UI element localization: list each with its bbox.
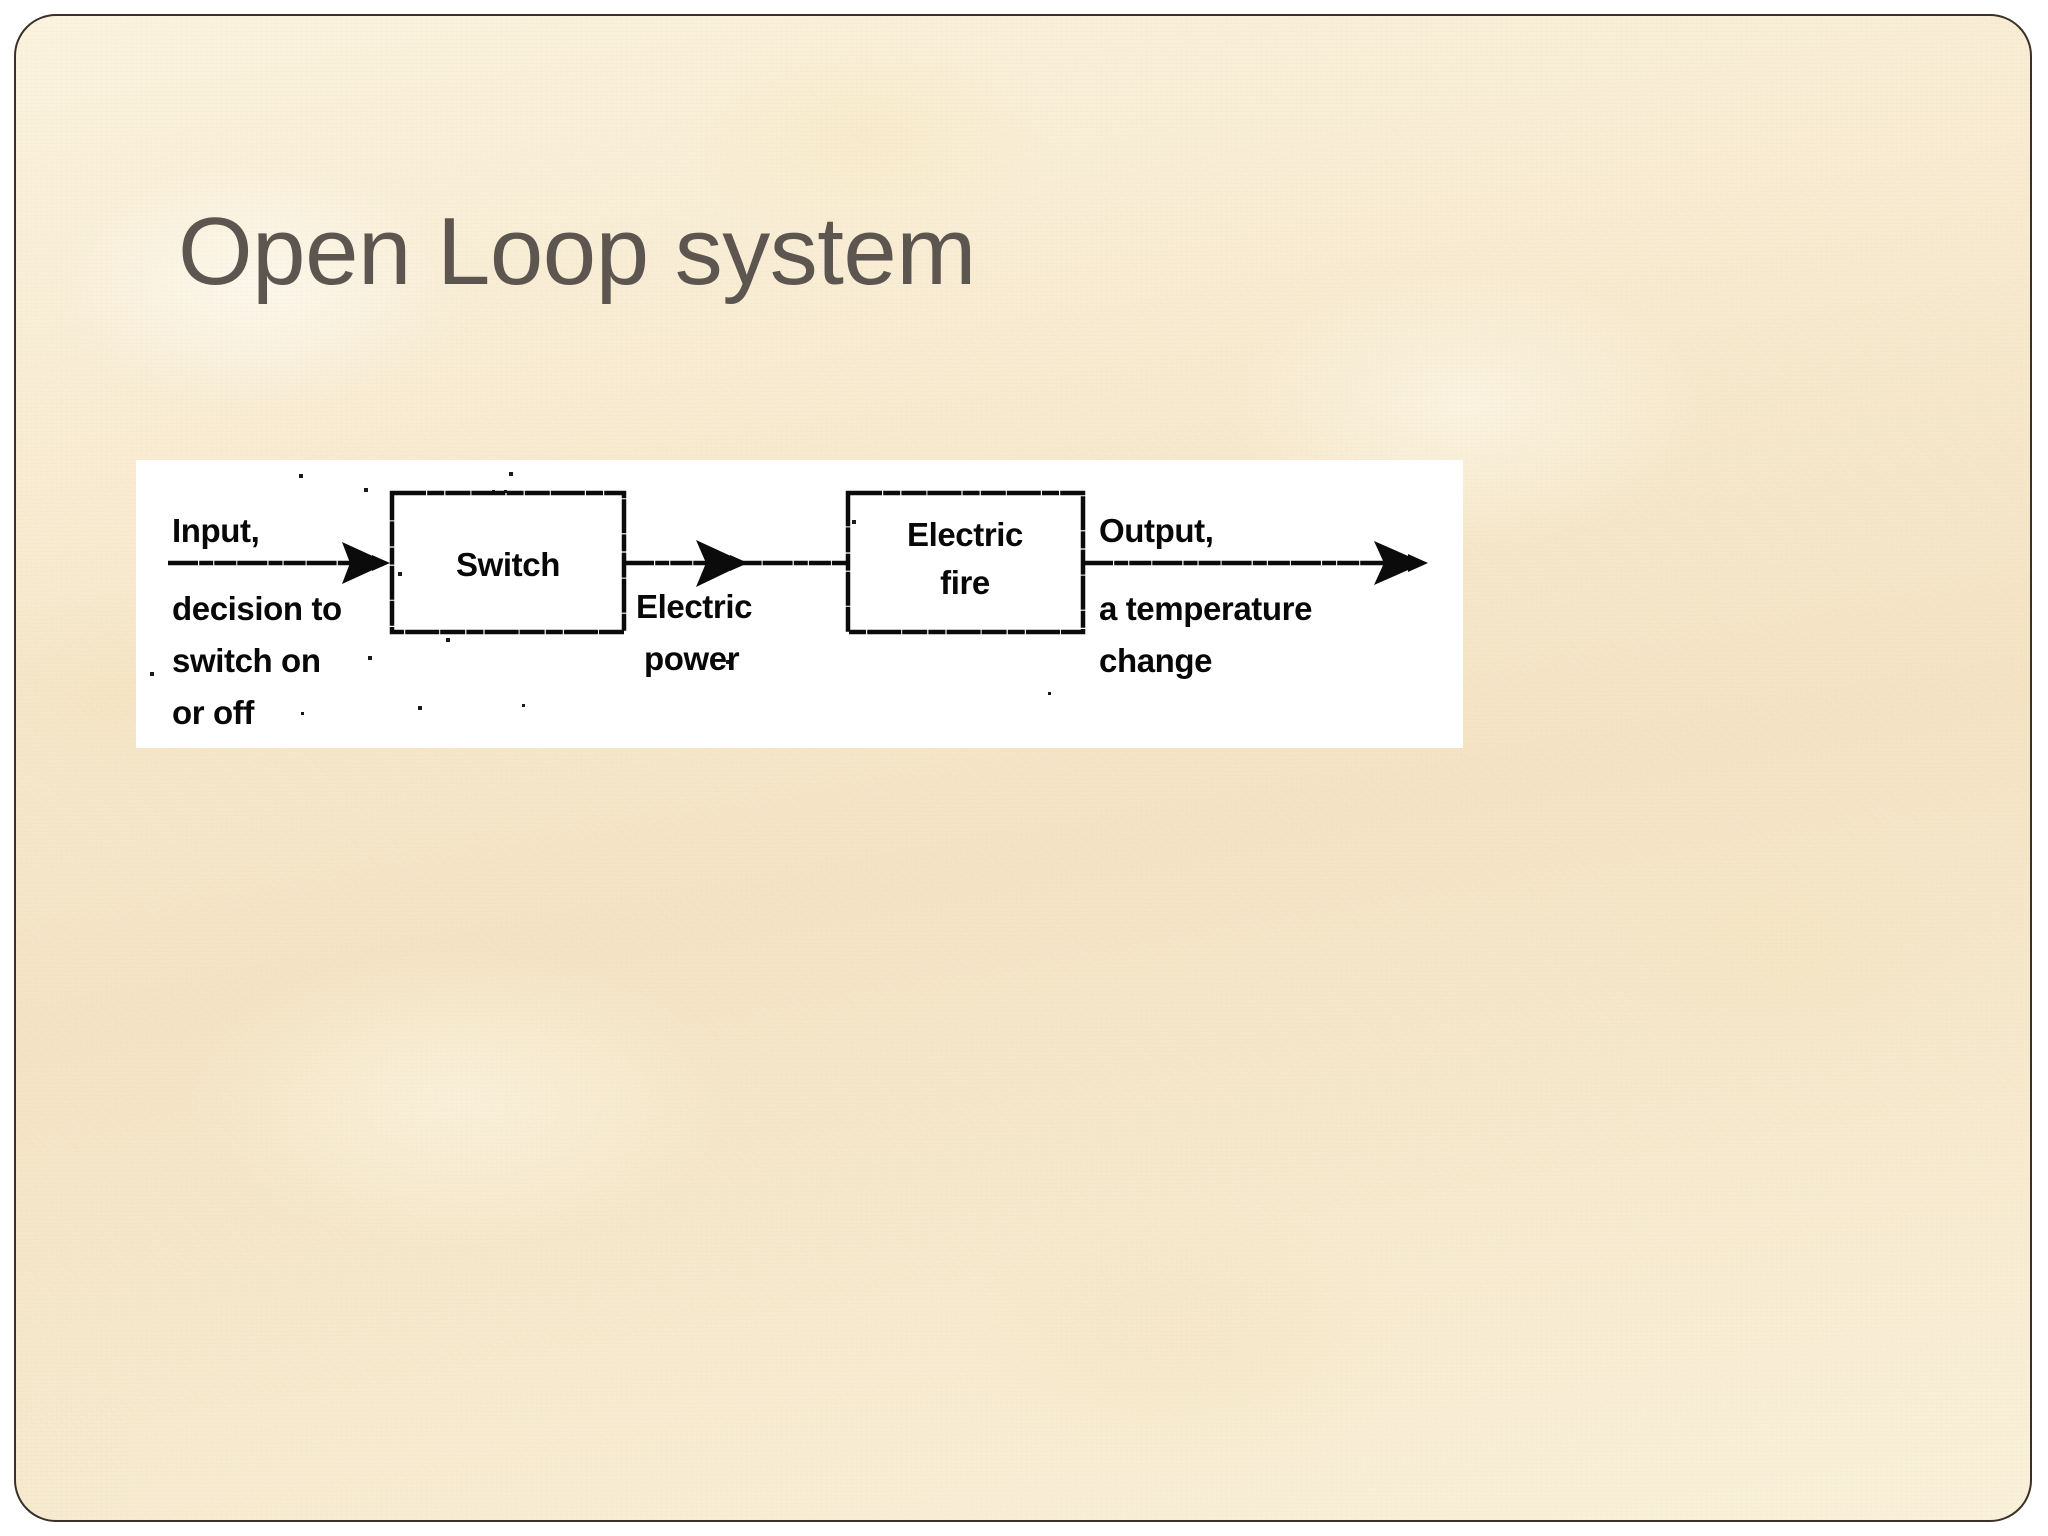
block-electric-fire: Electric fire [845, 490, 1086, 635]
intermediate-label-line1: Electric [636, 588, 752, 625]
input-label-line4: or off [172, 694, 255, 731]
output-label-line2: a temperature [1099, 590, 1312, 627]
intermediate-label-line2: power [644, 640, 740, 677]
input-label-line2: decision to [172, 590, 342, 627]
output-label-line1: Output, [1099, 512, 1214, 549]
block-electric-fire-label-line1: Electric [907, 516, 1023, 553]
arrow-switch-to-fire [624, 540, 848, 587]
block-electric-fire-label-line2: fire [940, 564, 990, 601]
diagram-svg: Input, decision to switch on or off Swit… [150, 472, 1428, 731]
page-title: Open Loop system [178, 198, 976, 306]
arrow-fire-to-output [1083, 541, 1428, 585]
input-label-group: Input, decision to switch on or off [172, 512, 342, 731]
block-switch-label: Switch [456, 546, 560, 583]
arrow-input-to-switch [168, 542, 390, 584]
intermediate-label-group: Electric power [636, 588, 752, 677]
block-switch: Switch [389, 490, 627, 635]
slide-canvas: Open Loop system [14, 14, 2032, 1522]
input-label-line3: switch on [172, 642, 321, 679]
output-label-line3: change [1099, 642, 1212, 679]
open-loop-block-diagram: Input, decision to switch on or off Swit… [136, 460, 1463, 748]
output-label-group: Output, a temperature change [1099, 512, 1313, 679]
input-label-line1: Input, [172, 512, 259, 549]
